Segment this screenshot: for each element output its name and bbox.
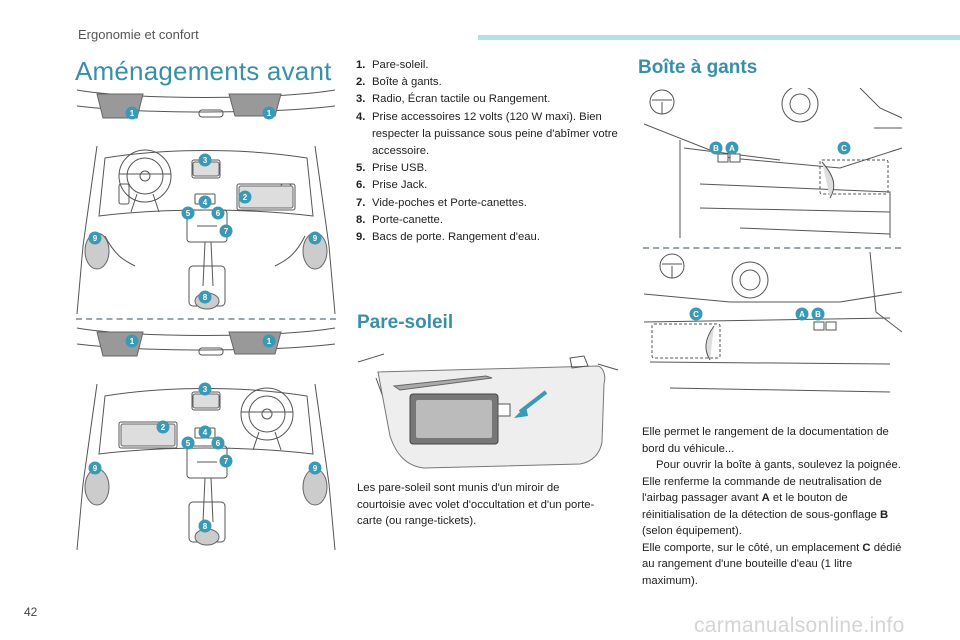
- list-item: 2.Boîte à gants.: [356, 76, 442, 89]
- callout-2: 2: [243, 193, 248, 202]
- callout-9b: 9: [313, 234, 318, 243]
- pare-soleil-text: Les pare-soleil sont munis d'un miroir d…: [357, 482, 595, 527]
- boite-p1: Elle permet le rangement de la documenta…: [642, 426, 889, 455]
- list-item: 5.Prise USB.: [356, 162, 428, 175]
- separator-right: [643, 247, 901, 249]
- glove-box-illustration-rhd: C A B: [643, 252, 903, 393]
- callout-5: 5: [186, 209, 191, 218]
- callout-9c: 9: [93, 464, 98, 473]
- boite-bullet: Pour ouvrir la boîte à gants, soulevez l…: [642, 457, 906, 474]
- callout-4b: 4: [203, 428, 208, 437]
- callout-8: 8: [203, 293, 208, 302]
- glove-box-illustration-lhd: B A C: [643, 88, 903, 238]
- section-header: Ergonomie et confort: [78, 27, 199, 42]
- callout-B-top: B: [713, 144, 719, 153]
- callout-7b: 7: [224, 457, 229, 466]
- callout-C-top: C: [841, 144, 847, 153]
- callout-1d: 1: [267, 337, 272, 346]
- callout-6b: 6: [216, 439, 221, 448]
- callout-8b: 8: [203, 522, 208, 531]
- callout-3: 3: [203, 156, 208, 165]
- boite-bullet-text: Pour ouvrir la boîte à gants, soulevez l…: [656, 459, 901, 471]
- callout-6: 6: [216, 209, 221, 218]
- watermark: carmanualsonline.info: [694, 614, 905, 637]
- callout-1c: 1: [130, 337, 135, 346]
- bullet-glyph: [642, 457, 656, 474]
- callout-A-bottom: A: [799, 310, 805, 319]
- separator-left: [76, 318, 336, 320]
- boite-p3: Elle comporte, sur le côté, un emplaceme…: [642, 541, 902, 587]
- callout-C-bottom: C: [693, 310, 699, 319]
- list-item: 7.Vide-poches et Porte-canettes.: [356, 196, 527, 209]
- callout-3b: 3: [203, 385, 208, 394]
- callout-A-top: A: [729, 144, 735, 153]
- page-title: Aménagements avant: [75, 56, 332, 86]
- boite-p2: Elle renferme la commande de neutralisat…: [642, 475, 889, 538]
- dashboard-illustration-rhd: 1 1 3 2 4 5 6 7 9 9 8: [76, 327, 336, 551]
- callout-4: 4: [203, 198, 208, 207]
- callout-1a: 1: [130, 109, 135, 118]
- callout-B-bottom: B: [815, 310, 821, 319]
- list-item: 8.Porte-canette.: [356, 213, 443, 226]
- callout-2b: 2: [161, 423, 166, 432]
- list-item: 1.Pare-soleil.: [356, 59, 429, 71]
- dashboard-illustration-lhd: 1 1 3 2 4 5 6 7 9 9 8: [76, 89, 336, 315]
- pare-soleil-title: Pare-soleil: [357, 312, 454, 333]
- list-item: 6.Prise Jack.: [356, 179, 428, 192]
- sun-visor-illustration: [358, 353, 619, 469]
- equipment-list: 1.Pare-soleil. 2.Boîte à gants. 3.Radio,…: [356, 57, 618, 246]
- list-item: 9.Bacs de porte. Rangement d'eau.: [356, 231, 540, 244]
- callout-7: 7: [224, 227, 229, 236]
- callout-1b: 1: [267, 109, 272, 118]
- header-bar: [478, 35, 960, 40]
- page-number: 42: [24, 605, 38, 619]
- boite-a-gants-title: Boîte à gants: [638, 57, 758, 78]
- boite-a-gants-text: Elle permet le rangement de la documenta…: [642, 424, 906, 589]
- list-item: 3.Radio, Écran tactile ou Rangement.: [356, 93, 551, 106]
- callout-5b: 5: [186, 439, 191, 448]
- list-item: 4.Prise accessoires 12 volts (120 W maxi…: [356, 110, 618, 158]
- callout-9a: 9: [93, 234, 98, 243]
- callout-9d: 9: [313, 464, 318, 473]
